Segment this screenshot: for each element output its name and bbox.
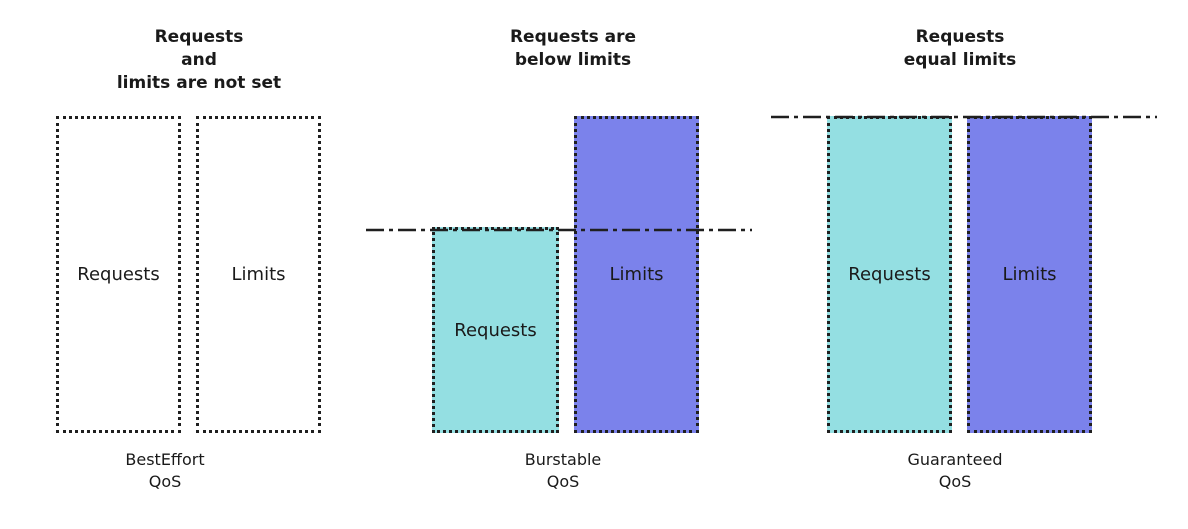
besteffort-limits-box: Limits [196, 116, 321, 433]
guaranteed-qos-caption: Guaranteed QoS [907, 450, 1003, 491]
besteffort-requests-box: Requests [56, 116, 181, 433]
guaranteed-limit-line [771, 115, 1157, 119]
besteffort-limits-label: Limits [231, 264, 286, 285]
burstable-requests-box: Requests [432, 227, 559, 433]
guaranteed-limits-label: Limits [1002, 264, 1057, 285]
guaranteed-limits-box: Limits [967, 116, 1092, 433]
panel-title-burstable: Requests are below limits [509, 27, 637, 70]
guaranteed-requests-label: Requests [848, 264, 931, 285]
guaranteed-limit-dashdot [771, 115, 1157, 119]
burstable-limit-dashdot [366, 228, 752, 232]
guaranteed-requests-box: Requests [827, 116, 952, 433]
burstable-requests-label: Requests [454, 319, 537, 341]
panel-title-guaranteed: Requests equal limits [903, 27, 1017, 70]
burstable-limits-label: Limits [609, 264, 664, 285]
panel-title-besteffort: Requests and limits are not set [116, 27, 282, 93]
burstable-limit-line [366, 228, 752, 232]
burstable-limits-box: Limits [574, 116, 699, 433]
besteffort-qos-caption: BestEffort QoS [125, 450, 205, 491]
burstable-qos-caption: Burstable QoS [524, 450, 602, 491]
besteffort-requests-label: Requests [77, 264, 160, 285]
